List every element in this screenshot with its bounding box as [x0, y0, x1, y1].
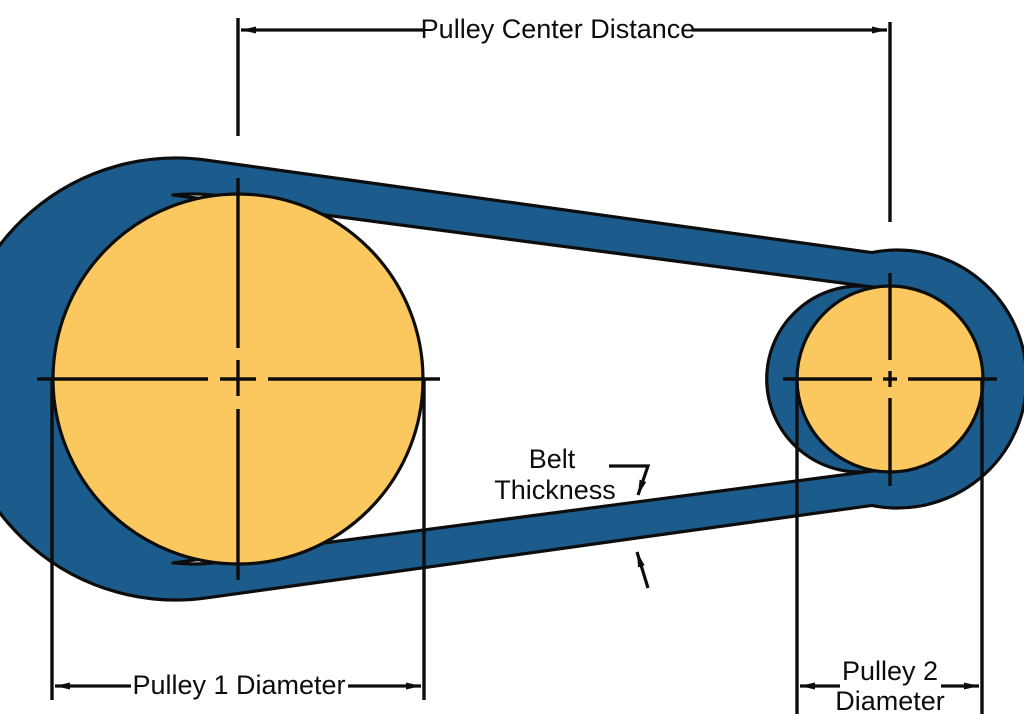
pulley-1-diameter-label: Pulley 1 Diameter — [132, 670, 345, 700]
belt-thickness-leader — [609, 464, 651, 496]
pulley-center-distance-label: Pulley Center Distance — [421, 14, 696, 44]
dimension-pulley-center-distance: Pulley Center Distance — [236, 14, 892, 222]
dimension-pulley-1-diameter: Pulley 1 Diameter — [50, 379, 426, 700]
belt-thickness-label-line1: Belt — [529, 444, 576, 474]
pulley-1-center-mark — [37, 178, 440, 580]
pulley-2-diameter-label-line2: Diameter — [835, 686, 945, 714]
dimension-pulley-2-diameter: Pulley 2 Diameter — [795, 379, 984, 714]
dimension-belt-thickness: Belt Thickness — [494, 444, 651, 589]
belt-thickness-lower-arrow — [635, 551, 650, 589]
belt-thickness-label-line2: Thickness — [494, 475, 616, 505]
pulley-2-diameter-label-line1: Pulley 2 — [842, 656, 938, 686]
